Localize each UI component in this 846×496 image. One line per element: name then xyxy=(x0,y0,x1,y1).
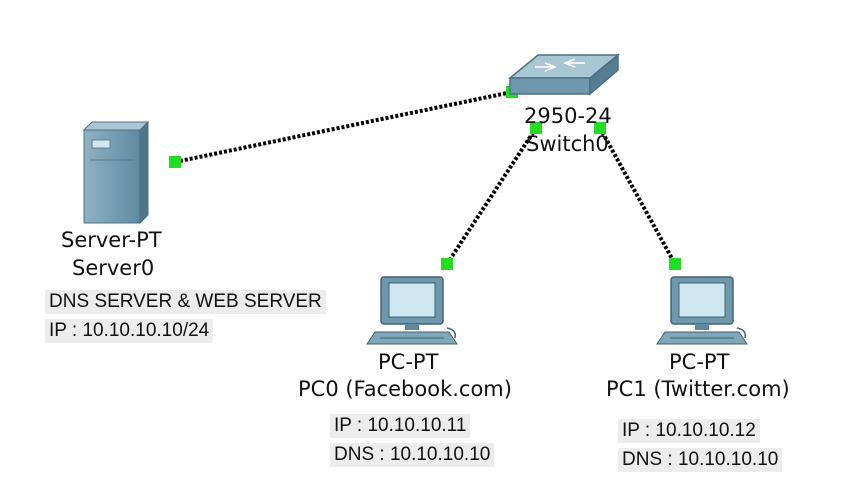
pc1-ip-note: IP : 10.10.10.12 xyxy=(618,419,760,443)
switch-name-label: Switch0 xyxy=(526,132,609,156)
link-up-indicator xyxy=(594,122,606,134)
switch-model-label: 2950-24 xyxy=(524,104,612,128)
link-up-indicator xyxy=(169,156,181,168)
pc0-name-label: PC0 (Facebook.com) xyxy=(298,377,512,401)
desktop-pc-icon[interactable] xyxy=(366,276,458,345)
server-model-label: Server-PT xyxy=(61,228,162,252)
link-switch-pc1[interactable] xyxy=(594,122,681,270)
pc1-model-label: PC-PT xyxy=(669,350,730,374)
server-name-label: Server0 xyxy=(72,256,155,280)
link-server-switch[interactable] xyxy=(169,86,518,168)
link-up-indicator xyxy=(441,258,453,270)
pc1-dns-note: DNS : 10.10.10.10 xyxy=(618,448,783,472)
pc0-model-label: PC-PT xyxy=(378,350,439,374)
pc1-name-label: PC1 (Twitter.com) xyxy=(606,377,790,401)
pc0-ip-note: IP : 10.10.10.11 xyxy=(330,414,471,438)
server-ip-note: IP : 10.10.10.10/24 xyxy=(45,319,214,343)
server-role-note: DNS SERVER & WEB SERVER xyxy=(45,290,326,314)
server-tower-icon[interactable] xyxy=(82,120,150,225)
pc0-dns-note: DNS : 10.10.10.10 xyxy=(330,443,495,467)
desktop-pc-icon[interactable] xyxy=(656,276,748,345)
network-switch-icon[interactable] xyxy=(507,53,621,96)
link-up-indicator xyxy=(530,122,542,134)
link-up-indicator xyxy=(669,258,681,270)
link-switch-pc0[interactable] xyxy=(441,122,542,270)
